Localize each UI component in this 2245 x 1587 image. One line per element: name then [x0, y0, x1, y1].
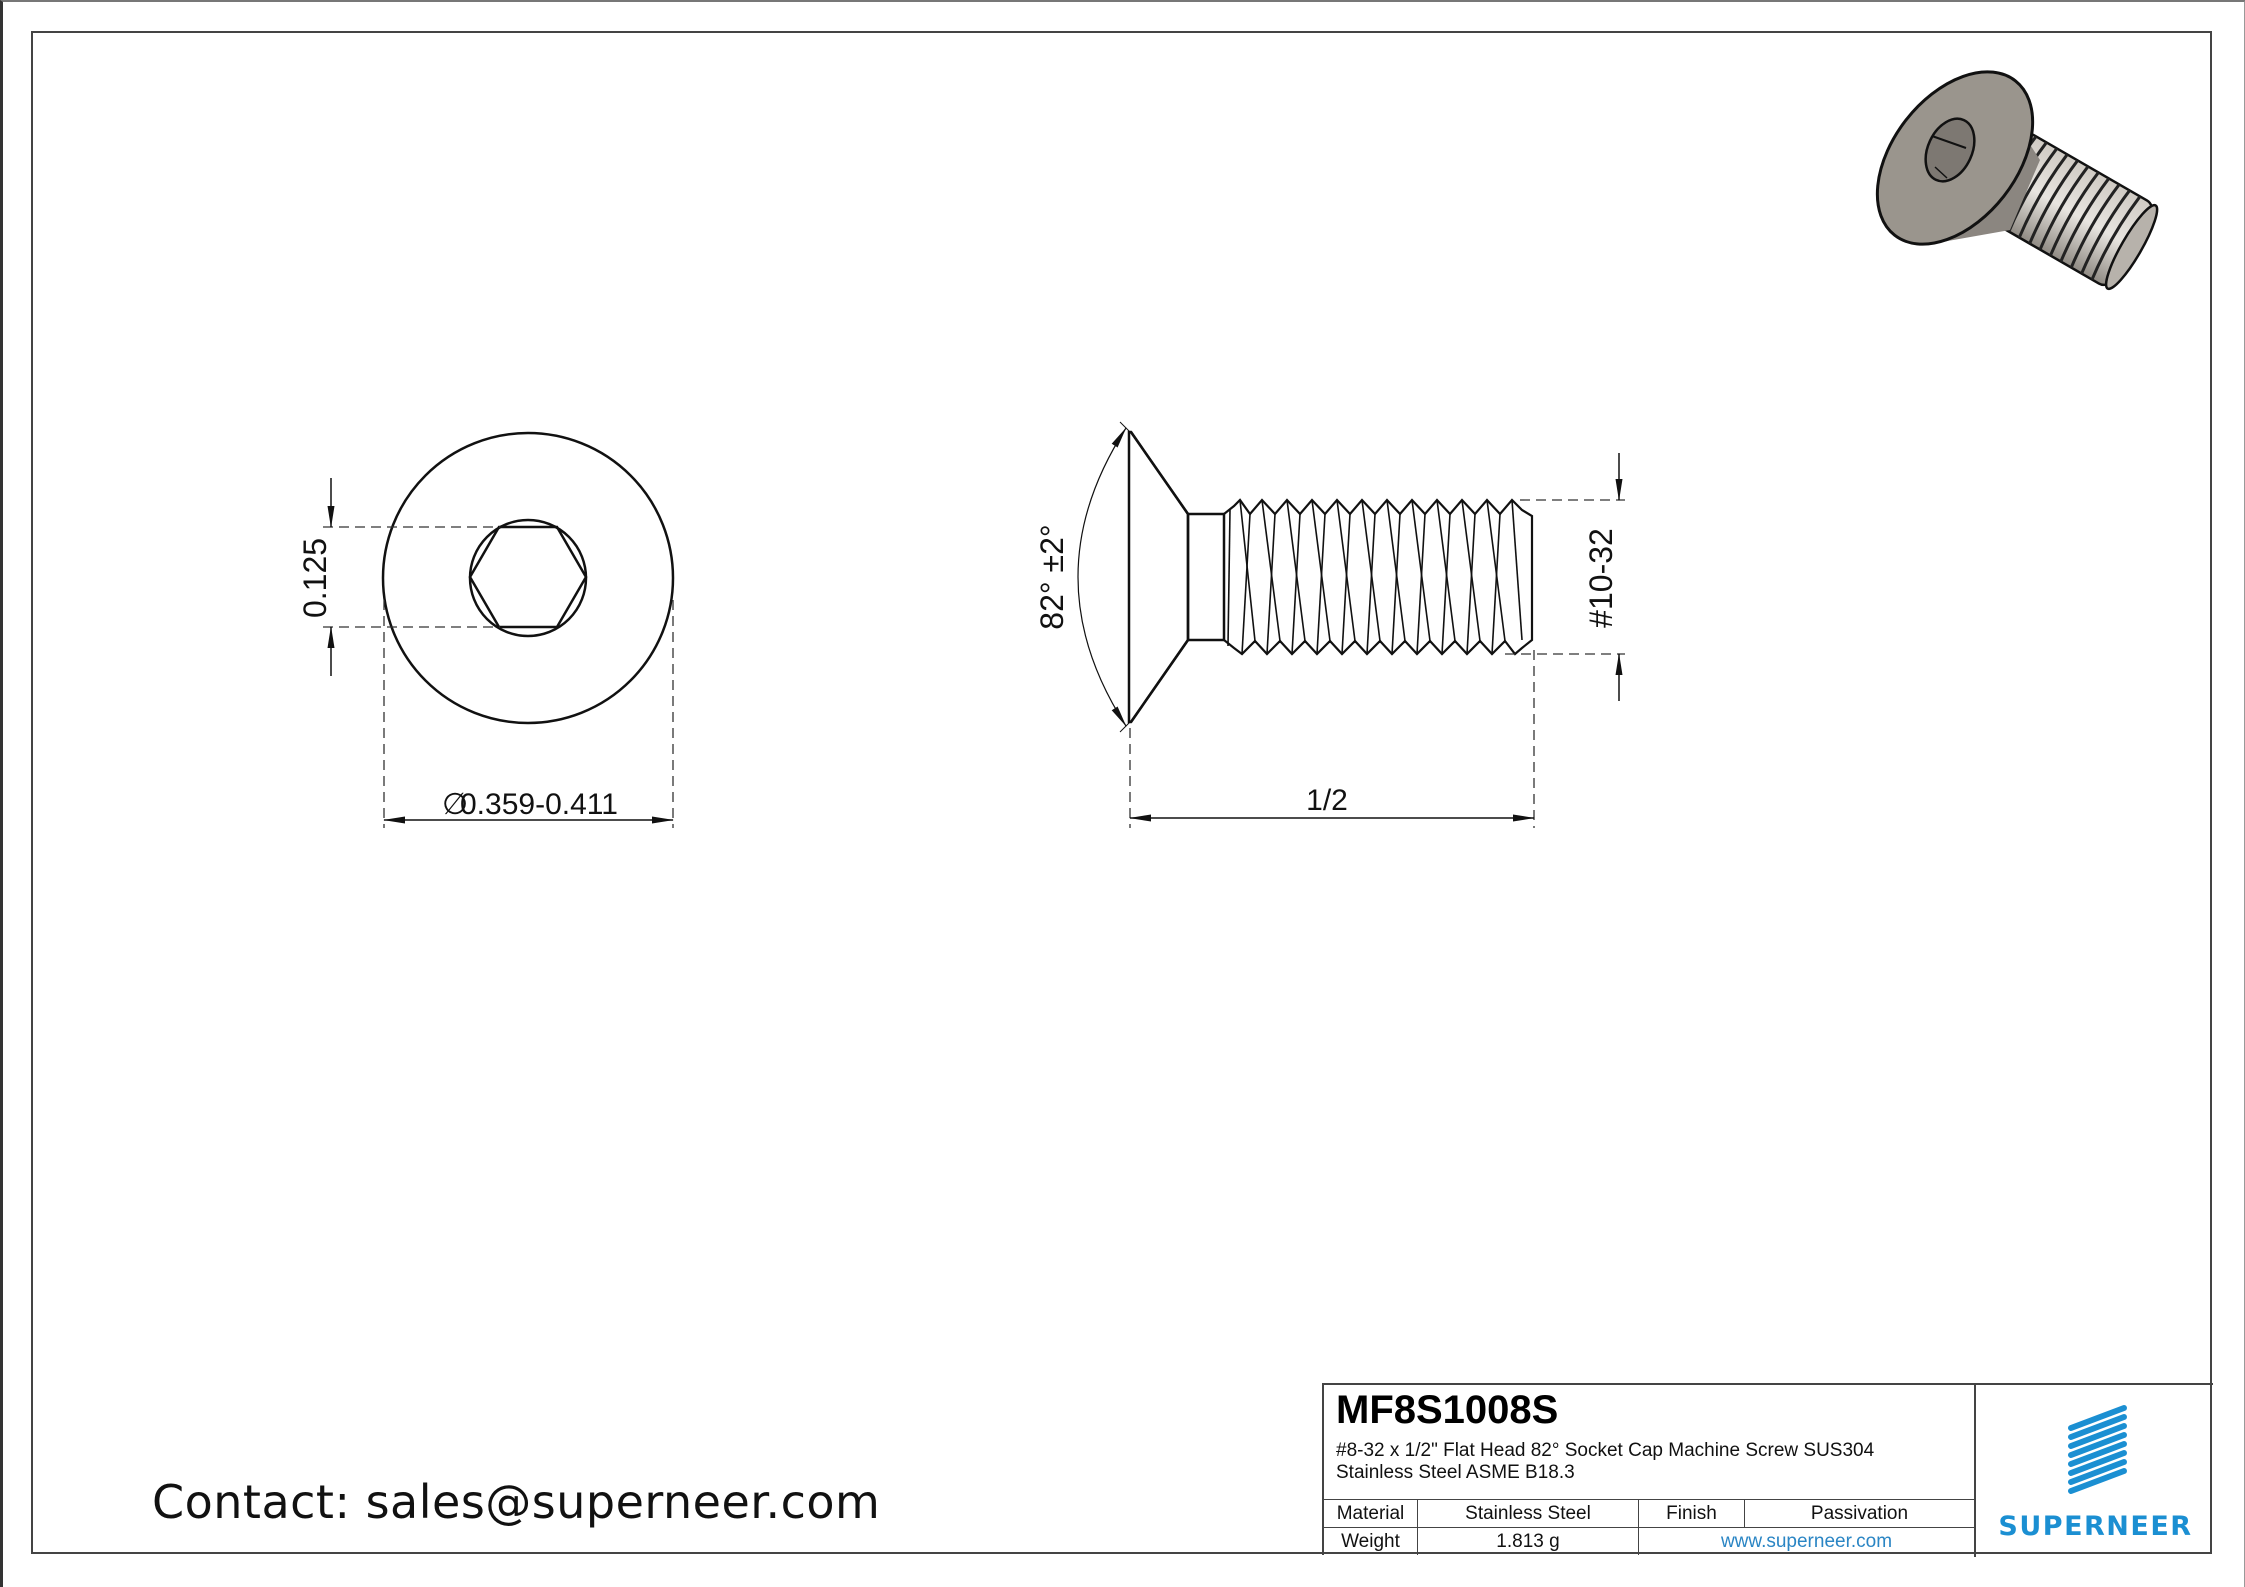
thread-size-dim: #10-32 — [1583, 528, 1619, 628]
part-description: #8-32 x 1/2" Flat Head 82° Socket Cap Ma… — [1336, 1440, 1966, 1484]
table-row: Material Stainless Steel Finish Passivat… — [1324, 1499, 1974, 1528]
socket-circle — [468, 518, 588, 638]
spec-table: Material Stainless Steel Finish Passivat… — [1324, 1499, 1974, 1555]
end-view: 0.125 ∅ 0.359-0.411 — [297, 431, 675, 828]
hex-socket-icon — [468, 525, 588, 629]
head-angle-dim: 82° ±2° — [1034, 524, 1070, 629]
length-dim: 1/2 — [1306, 784, 1348, 817]
website-cell: www.superneer.com — [1638, 1527, 1974, 1555]
shank — [1186, 512, 1226, 642]
finish-value: Passivation — [1744, 1499, 1974, 1528]
superneer-logo-icon — [2068, 1405, 2127, 1494]
description-line-2: Stainless Steel ASME B18.3 — [1336, 1462, 1575, 1483]
website-link[interactable]: www.superneer.com — [1720, 1530, 1893, 1552]
part-number: MF8S1008S — [1336, 1388, 1559, 1432]
table-row: Weight 1.813 g www.superneer.com — [1324, 1527, 1974, 1555]
description-line-1: #8-32 x 1/2" Flat Head 82° Socket Cap Ma… — [1336, 1440, 1875, 1461]
logo-box: SUPERNEER — [1976, 1385, 2215, 1557]
brand-logo-text: SUPERNEER — [1998, 1511, 2193, 1542]
screw-render-icon — [1875, 70, 2159, 291]
drawing-frame — [31, 31, 2212, 1554]
contact-email: Contact: sales@superneer.com — [152, 1475, 881, 1529]
socket-size-dim: 0.125 — [297, 538, 333, 618]
title-block-main: MF8S1008S #8-32 x 1/2" Flat Head 82° Soc… — [1324, 1385, 1976, 1557]
weight-label: Weight — [1324, 1527, 1418, 1555]
side-view: 82° ±2° #10-32 1/2 — [1034, 421, 1625, 828]
angle-arc — [1077, 427, 1127, 727]
title-block: MF8S1008S #8-32 x 1/2" Flat Head 82° Soc… — [1322, 1383, 2215, 1557]
finish-label: Finish — [1638, 1499, 1745, 1528]
head-diameter-dim: 0.359-0.411 — [460, 788, 618, 821]
material-label: Material — [1324, 1499, 1418, 1528]
diameter-symbol-icon: ∅ — [442, 788, 468, 821]
material-value: Stainless Steel — [1417, 1499, 1639, 1528]
head-outline-circle — [381, 431, 675, 725]
weight-value: 1.813 g — [1417, 1527, 1639, 1555]
thread — [1223, 498, 1534, 656]
